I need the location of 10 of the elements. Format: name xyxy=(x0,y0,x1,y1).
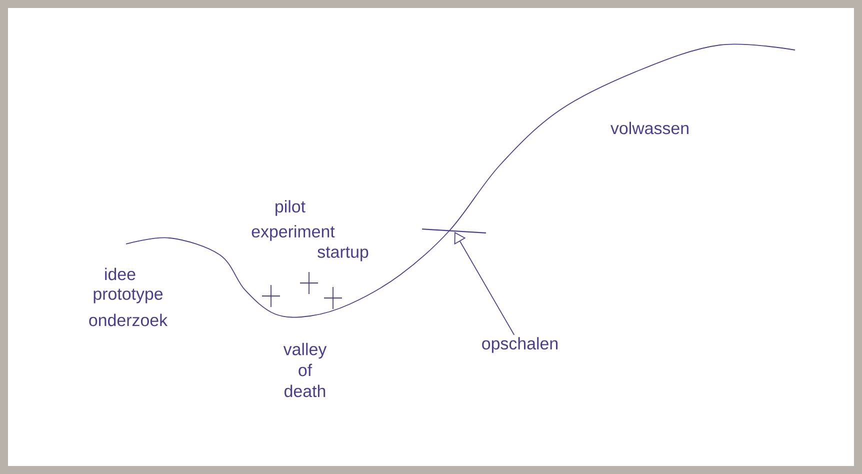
text-label: volwassen xyxy=(610,122,688,134)
text-label: opschalen xyxy=(482,337,558,353)
text-label: valley of death xyxy=(283,342,327,398)
text-label: pilot xyxy=(276,200,306,216)
text-label: idee xyxy=(105,268,136,280)
tick-mark xyxy=(422,228,486,234)
text-label: onderzoek xyxy=(89,314,168,326)
text-label: startup xyxy=(318,246,368,262)
text-label: prototype xyxy=(94,288,163,304)
text-label: experiment xyxy=(252,225,335,241)
